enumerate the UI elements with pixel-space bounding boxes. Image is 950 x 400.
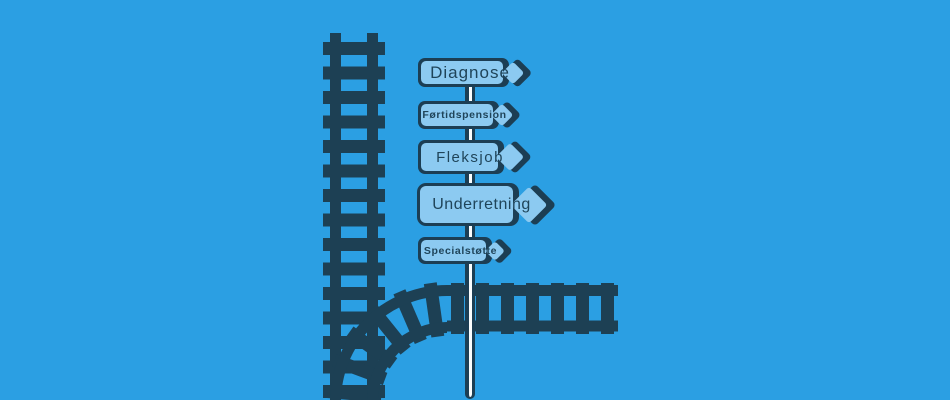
rail-left (330, 33, 341, 400)
rail-outer (330, 285, 448, 400)
sign-diagnose: Diagnose (418, 57, 533, 88)
rail-inner (367, 322, 448, 400)
sign-fleksjob: Fleksjob (418, 140, 532, 174)
sign-underretning: Underretning (417, 183, 556, 226)
sign-label: Fleksjob (436, 148, 504, 166)
sign-face (420, 186, 513, 223)
sign-fortidspension: Førtidspension (418, 100, 522, 130)
sign-label: Førtidspension (422, 109, 507, 121)
rail-bottom (447, 320, 618, 332)
curved-track (326, 282, 448, 400)
rail-top (447, 285, 618, 296)
signpost-pole (465, 58, 475, 399)
horizontal-track (447, 283, 618, 334)
sign-face (421, 104, 493, 126)
sign-label: Underretning (432, 195, 531, 213)
sign-face (421, 61, 503, 84)
sign-label: Diagnose (430, 62, 510, 82)
sign-label: Specialstøtte (423, 244, 498, 257)
rail-right (367, 33, 378, 400)
sign-face (421, 143, 498, 171)
sign-face (421, 240, 486, 261)
sign-specialstotte: Specialstøtte (418, 237, 513, 264)
